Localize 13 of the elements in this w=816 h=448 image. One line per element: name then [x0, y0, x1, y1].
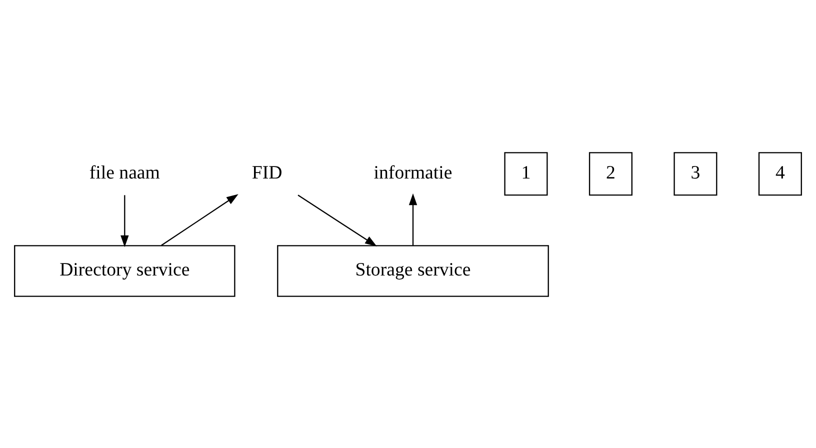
- arrow: [161, 194, 238, 246]
- node-box: Storage service: [277, 244, 549, 296]
- node-box: 1: [504, 152, 548, 196]
- arrow: [120, 194, 129, 247]
- node-text: informatie: [374, 162, 452, 183]
- node-box: 2: [588, 152, 632, 196]
- node-text: file naam: [89, 162, 160, 183]
- arrow: [408, 192, 418, 245]
- node-text: FID: [252, 162, 282, 183]
- node-box: 3: [674, 152, 718, 196]
- node-box: Directory service: [14, 244, 236, 296]
- node-box: 4: [758, 152, 802, 196]
- arrow: [298, 194, 377, 246]
